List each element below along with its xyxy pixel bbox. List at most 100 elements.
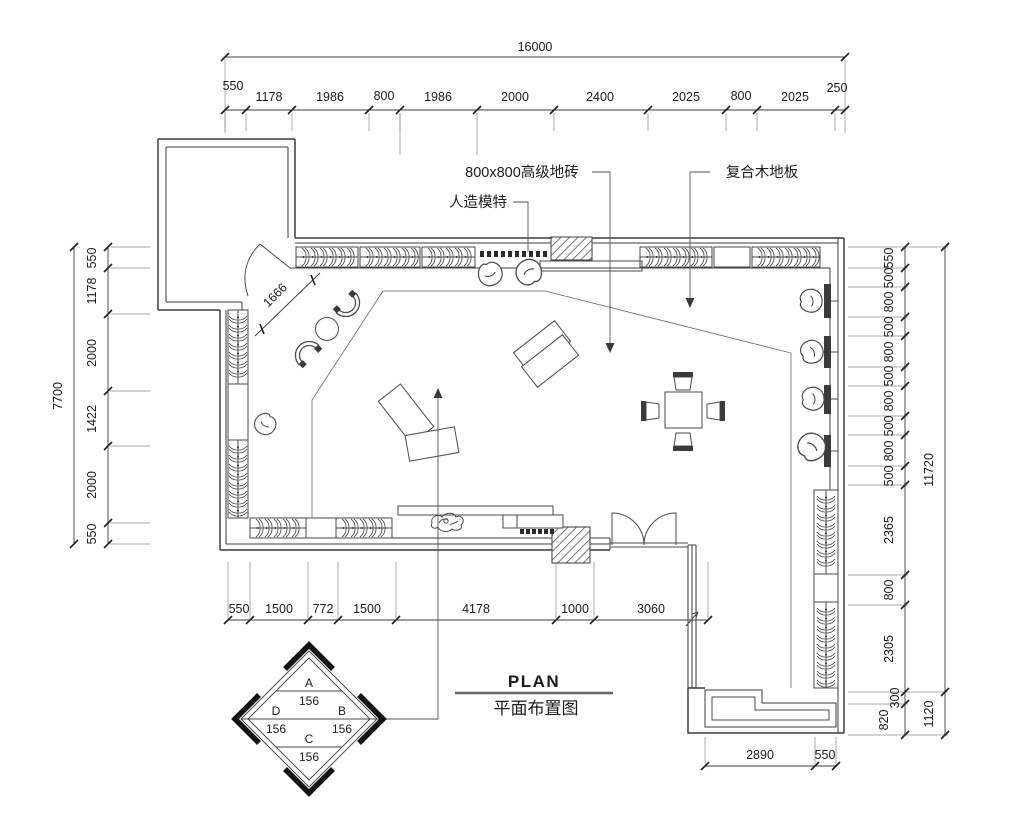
chair <box>706 400 726 422</box>
rail-dot <box>758 256 761 258</box>
garment-arc <box>816 549 836 555</box>
dimension-tick <box>223 615 233 625</box>
dimension-tick <box>940 242 950 252</box>
dimension-tick <box>721 105 731 115</box>
dim-right-seg-11: 800 <box>882 580 896 601</box>
dim-left-seg-3: 1422 <box>85 405 99 433</box>
dim-top-seg-3: 800 <box>374 89 395 103</box>
dimension-tick <box>840 52 850 62</box>
garment-arc <box>816 507 836 513</box>
rail-dot <box>237 500 239 503</box>
dimension-tick <box>900 312 910 322</box>
garment-arc <box>392 247 398 267</box>
rail-dot <box>825 662 827 665</box>
dimension-tick <box>900 480 910 490</box>
rail-dot <box>237 491 239 494</box>
garment-arc <box>258 518 264 538</box>
dim-left-seg-4: 2000 <box>85 471 99 499</box>
garment-arc <box>365 247 371 267</box>
dimension-tick <box>940 687 950 697</box>
garment-arc <box>228 499 248 505</box>
garment-arc <box>793 247 799 267</box>
rail-dot <box>237 509 239 512</box>
garment-arc <box>684 247 690 267</box>
garment-arc <box>427 247 433 267</box>
garment-arc <box>816 513 836 519</box>
garment-arc <box>228 508 248 514</box>
rail-dot <box>825 680 827 683</box>
garment-arc <box>340 247 346 267</box>
rail-dot <box>812 256 815 258</box>
rail-dot <box>237 455 239 458</box>
dimension-tick <box>900 381 910 391</box>
column-hatched <box>551 526 591 564</box>
garment-arc <box>395 247 401 267</box>
dimension-tick <box>391 615 401 625</box>
rail-dot <box>646 256 649 258</box>
garment-arc <box>228 345 248 351</box>
garment-arc <box>448 247 454 267</box>
dimension-tick <box>900 242 910 252</box>
dim-bottom-seg-0: 550 <box>229 602 250 616</box>
rail-dot <box>803 256 806 258</box>
dim-right-seg-8: 800 <box>882 441 896 462</box>
dim-left-seg-0: 550 <box>85 248 99 269</box>
rail-dot <box>283 527 286 529</box>
lower-right-room <box>687 687 844 734</box>
rail-dot <box>825 514 827 517</box>
garment-arc <box>648 247 654 267</box>
dimension-tick <box>364 105 374 115</box>
rail-dot <box>825 505 827 508</box>
garment-arc <box>228 336 248 342</box>
legend-cell-c-value: 156 <box>299 750 319 764</box>
chair <box>640 400 660 422</box>
entry-arrow <box>685 611 699 627</box>
legend-corner-bracket <box>357 693 387 745</box>
garment-arc <box>690 247 696 267</box>
dimension-tick <box>245 615 255 625</box>
garment-arc <box>377 518 383 538</box>
dim-bottom-seg-5: 1000 <box>561 602 589 616</box>
dim-top-seg-10: 250 <box>827 81 848 95</box>
dim-top-seg-8: 800 <box>731 89 752 103</box>
rail-dot <box>455 256 458 258</box>
dining-set <box>640 371 726 452</box>
garment-arc <box>362 518 368 538</box>
garment-arc <box>816 625 836 631</box>
rail-dot <box>825 635 827 638</box>
dim-right-total-lower: 1120 <box>922 701 936 728</box>
dim-top-seg-0: 550 <box>223 79 244 93</box>
wall-shelf <box>305 517 337 539</box>
chair <box>672 371 694 391</box>
garment-arc <box>757 247 763 267</box>
garment-arc <box>337 247 343 267</box>
garment-arc <box>816 619 836 625</box>
display-tables <box>377 320 580 462</box>
garment-arc <box>816 543 836 549</box>
dimension-tick <box>589 615 599 625</box>
dimension-tick <box>900 730 910 740</box>
dimension-tick <box>220 105 230 115</box>
garment-arc <box>672 247 678 267</box>
dim-right-seg-9: 500 <box>882 466 896 487</box>
dimension-tick <box>69 539 79 549</box>
rail-dot <box>369 527 372 529</box>
rail-dot <box>237 482 239 485</box>
legend-cell-c-label: C <box>305 732 314 746</box>
garment-arc <box>816 558 836 564</box>
chair <box>672 432 694 452</box>
garment-arc <box>457 247 463 267</box>
garment-arc <box>228 360 248 366</box>
dim-top-seg-1: 1178 <box>256 90 283 104</box>
rail-dot <box>384 256 387 258</box>
dimension-tick <box>333 615 343 625</box>
left-dimension-column: 7700 550 1178 2000 1422 2000 550 <box>51 248 99 545</box>
rail-dot <box>794 256 797 258</box>
garment-arc <box>816 522 836 528</box>
garment-arc <box>383 247 389 267</box>
dim-right-seg-14: 820 <box>877 710 891 731</box>
rail-dot <box>785 256 788 258</box>
rail-dot <box>302 256 305 258</box>
garment-arc <box>663 247 669 267</box>
garment-arc <box>228 445 248 451</box>
